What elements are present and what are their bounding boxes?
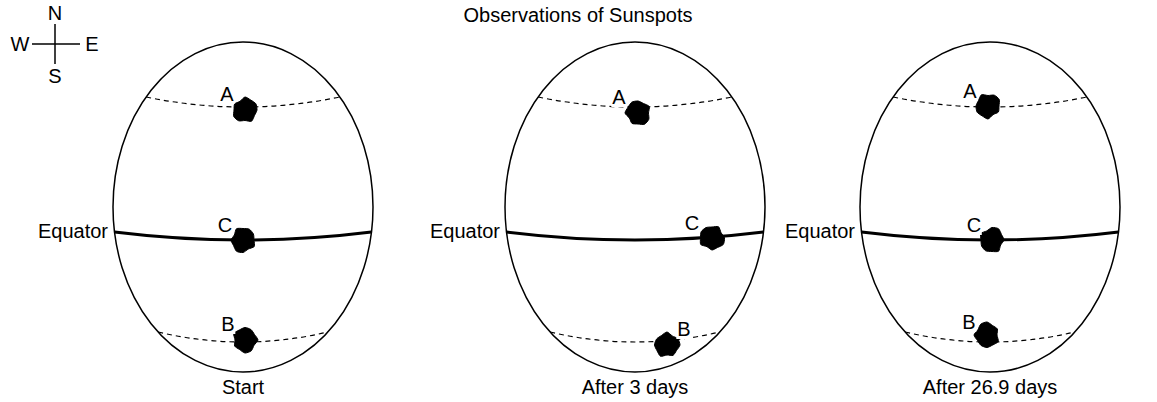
- compass-letter: W: [10, 34, 31, 54]
- compass-cross: [32, 43, 80, 45]
- sunspot: [234, 97, 257, 121]
- compass-letter: S: [47, 66, 62, 86]
- sunspot: [980, 227, 1004, 251]
- sunspot: [974, 322, 998, 348]
- sunspot: [231, 228, 255, 252]
- sunspot-letter: C: [217, 215, 233, 235]
- sunspot-letter: B: [676, 319, 691, 339]
- compass-letter: N: [47, 3, 63, 23]
- sunspot: [700, 226, 724, 250]
- sun-outline: [113, 42, 373, 372]
- sun-outline: [860, 42, 1120, 372]
- equator-label: Equator: [37, 221, 109, 241]
- panel-caption: After 26.9 days: [922, 377, 1059, 397]
- panel-caption: After 3 days: [581, 377, 690, 397]
- sun-outline: [505, 42, 765, 372]
- latitude-line: [550, 332, 720, 342]
- sunspot: [234, 327, 258, 353]
- sunspot-letter: A: [219, 84, 234, 104]
- sunspot: [976, 95, 999, 119]
- panel-caption: Start: [221, 377, 265, 397]
- equator-label: Equator: [784, 221, 856, 241]
- sun-sphere: A C B: [110, 39, 376, 375]
- sun-sphere: A C B: [502, 39, 768, 375]
- sunspot-letter: C: [966, 215, 982, 235]
- sphere-drawing: [502, 39, 768, 375]
- sunspot: [625, 101, 649, 124]
- sunspot-letter: B: [220, 314, 235, 334]
- equator-label: Equator: [429, 221, 501, 241]
- sun-sphere: A C B: [857, 39, 1123, 375]
- diagram-title: Observations of Sunspots: [462, 5, 693, 25]
- sphere-drawing: [857, 39, 1123, 375]
- sunspot-letter: C: [684, 213, 700, 233]
- compass-letter: E: [84, 34, 99, 54]
- sphere-drawing: [110, 39, 376, 375]
- sunspot-letter: A: [611, 87, 626, 107]
- sunspot-letter: B: [961, 312, 976, 332]
- sunspot-letter: A: [962, 81, 977, 101]
